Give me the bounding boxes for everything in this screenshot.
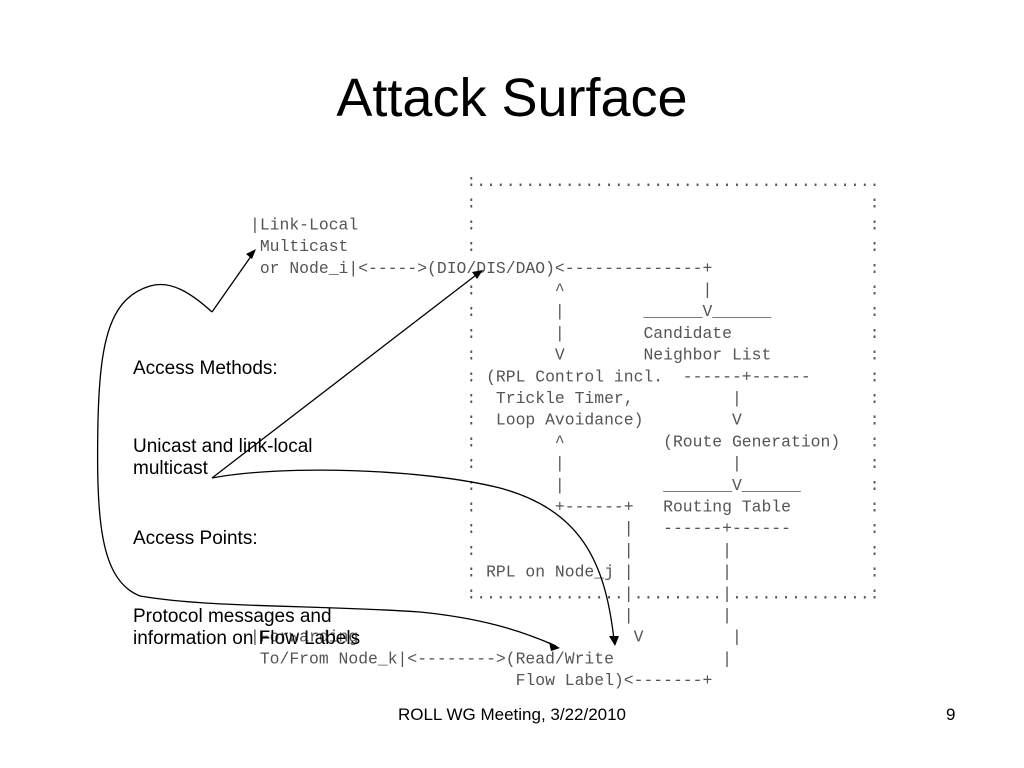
footer-meeting: ROLL WG Meeting, 3/22/2010 — [397, 705, 627, 724]
diagram-line: : ^ | : — [250, 281, 880, 300]
curve-methods-loop — [96, 283, 557, 647]
access-points-body: Protocol messages and information on Flo… — [133, 606, 361, 649]
diagram-line: : ^ (Route Generation) : — [250, 432, 880, 451]
diagram-line: : (RPL Control incl. ------+------ : — [250, 367, 880, 386]
diagram-line: : RPL on Node_j | | : — [250, 563, 880, 582]
diagram-line: Multicast : : — [250, 237, 880, 256]
diagram-line: To/From Node_k|<-------->(Read/Write | — [250, 649, 732, 668]
arrowhead-dio — [472, 270, 483, 279]
arrow-methods-to-link-local — [211, 251, 255, 313]
diagram-line: or Node_i|<----->(DIO/DIS/DAO)<---------… — [250, 259, 880, 278]
diagram-line: : | ------+------ : — [250, 519, 880, 538]
diagram-line: : | | : — [250, 541, 880, 560]
diagram-line: :.......................................… — [250, 172, 880, 191]
access-methods-callout: Access Methods: Unicast and link-local m… — [133, 314, 313, 524]
slide-title: Attack Surface — [336, 68, 688, 128]
diagram-line: : +------+ Routing Table : — [250, 498, 880, 517]
arrowhead-flow-label — [609, 636, 619, 646]
diagram-line: Flow Label)<-------+ — [250, 671, 712, 690]
diagram-line: : | | : — [250, 454, 880, 473]
diagram-line: : Trickle Timer, | : — [250, 389, 880, 408]
access-methods-heading: Access Methods: — [133, 358, 278, 379]
access-points-heading: Access Points: — [133, 528, 258, 549]
arrow-points-to-dio — [211, 271, 481, 479]
page-number: 9 — [946, 705, 956, 724]
diagram-line: : V Neighbor List : — [250, 346, 880, 365]
access-methods-body: Unicast and link-local multicast — [133, 436, 313, 479]
arrowhead-link-local — [246, 249, 256, 259]
diagram-line: :...............|.........|.............… — [250, 584, 880, 603]
access-points-callout: Access Points: Protocol messages and inf… — [133, 484, 360, 694]
diagram-line: |Forwarding V | — [250, 628, 742, 647]
diagram-line: : | Candidate : — [250, 324, 880, 343]
diagram-line: : Loop Avoidance) V : — [250, 411, 880, 430]
diagram-line: : : — [250, 194, 880, 213]
diagram-line: |Link-Local : : — [250, 215, 880, 234]
diagram-line: : | ______V______ : — [250, 302, 880, 321]
arrowhead-read-write — [549, 642, 560, 651]
curve-points-to-node-j — [211, 469, 615, 641]
diagram-line: : | _______V______ : — [250, 476, 880, 495]
